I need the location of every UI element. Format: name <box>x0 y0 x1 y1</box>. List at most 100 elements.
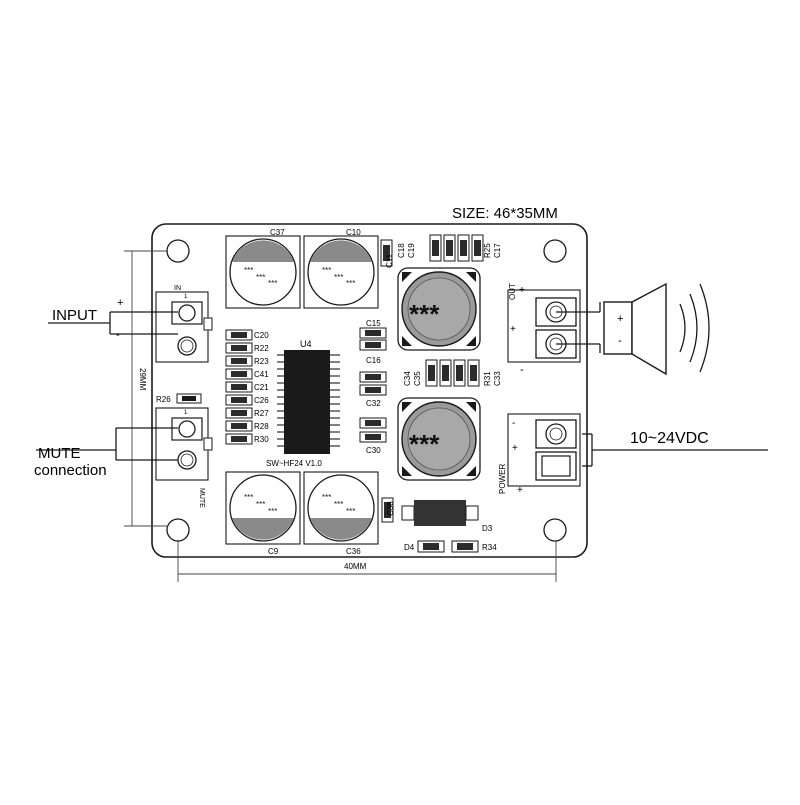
svg-text:***: *** <box>268 279 277 288</box>
svg-text:***: *** <box>256 273 265 282</box>
out-minus: - <box>520 364 524 376</box>
input-label: INPUT <box>52 307 97 324</box>
mounting-holes <box>166 239 567 542</box>
smd-component <box>225 381 253 393</box>
smd-component <box>457 234 470 262</box>
svg-text:***: *** <box>244 493 253 502</box>
smd-component <box>225 420 253 432</box>
smd-component <box>225 433 253 445</box>
smd-c30-group <box>359 417 387 443</box>
smd-label: R27 <box>254 409 269 418</box>
smd-label: C35 <box>413 371 422 386</box>
smd-label: R22 <box>254 344 269 353</box>
smd-label: C41 <box>254 370 269 379</box>
silk-c30: C30 <box>366 446 381 455</box>
speaker-icon <box>603 282 710 376</box>
smd-label: C19 <box>407 243 416 258</box>
smd-label: R23 <box>254 357 269 366</box>
chip-label: U4 <box>300 339 312 349</box>
smd-c11 <box>380 239 393 267</box>
ic-u4 <box>277 350 340 454</box>
smd-component <box>225 355 253 367</box>
silk-in: IN <box>174 285 181 292</box>
smd-d4 <box>417 540 445 553</box>
mounting-hole <box>166 518 190 542</box>
power-wires <box>582 433 768 467</box>
silk-r26: R26 <box>156 395 171 404</box>
supply-label: 10~24VDC <box>630 430 709 447</box>
silk-c15: C15 <box>366 319 381 328</box>
inductor-bottom-marking: *** <box>409 429 440 459</box>
svg-text:***: *** <box>322 493 331 502</box>
silk-c10: C10 <box>346 228 361 237</box>
silk-mute: MUTE <box>198 488 205 508</box>
mute-terminal <box>155 407 213 481</box>
smd-component <box>443 234 456 262</box>
mounting-hole <box>166 239 190 263</box>
smd-component <box>225 329 253 341</box>
width-dim-label: 40MM <box>344 562 367 571</box>
speaker-wires <box>556 302 601 353</box>
dimension-height <box>124 250 168 527</box>
smd-label: C17 <box>493 243 502 258</box>
mute-label-line-1: MUTE <box>38 445 81 462</box>
power-terminal <box>507 413 581 487</box>
smd-c16 <box>359 339 387 351</box>
smd-label: R28 <box>254 422 269 431</box>
smd-label: R30 <box>254 435 269 444</box>
silk-d3: D3 <box>482 524 493 533</box>
smd-component <box>439 359 452 387</box>
smd-label: C33 <box>493 371 502 386</box>
silk-c9: C9 <box>268 547 279 556</box>
silk-c38: C38 <box>386 501 395 516</box>
board-label: SW~HF24 V1.0 <box>266 459 322 468</box>
silk-out: OUT <box>508 283 517 300</box>
capacitor-c10 <box>303 235 379 309</box>
pin-one-mute: 1 <box>184 410 188 416</box>
out-plus: + <box>519 285 525 296</box>
svg-text:***: *** <box>322 266 331 275</box>
power-minus: - <box>512 418 515 429</box>
silk-c16: C16 <box>366 356 381 365</box>
smd-component <box>467 359 480 387</box>
smd-c32-group <box>359 371 387 396</box>
input-minus: - <box>116 329 120 341</box>
dimension-width <box>177 540 557 582</box>
power-plus-2: + <box>517 485 523 496</box>
smd-component <box>225 342 253 354</box>
silk-c37: C37 <box>270 228 285 237</box>
out-plus-2: + <box>510 324 516 335</box>
smd-component <box>471 234 484 262</box>
silk-c32: C32 <box>366 399 381 408</box>
smd-label: C21 <box>254 383 269 392</box>
input-wires <box>48 311 178 335</box>
output-terminal <box>507 289 581 363</box>
svg-text:***: *** <box>346 279 355 288</box>
svg-text:***: *** <box>268 507 277 516</box>
mounting-hole <box>543 518 567 542</box>
smd-component <box>225 394 253 406</box>
silk-r34: R34 <box>482 543 497 552</box>
diode-d3 <box>401 500 479 526</box>
mounting-hole <box>543 239 567 263</box>
speaker-plus: + <box>617 313 623 325</box>
silk-power: POWER <box>498 464 507 494</box>
silk-c36: C36 <box>346 547 361 556</box>
size-label: SIZE: 46*35MM <box>452 205 558 222</box>
speaker-minus: - <box>618 335 622 347</box>
svg-text:***: *** <box>334 273 343 282</box>
resistor-r26 <box>176 393 202 404</box>
smd-component <box>225 407 253 419</box>
smd-label: R25 <box>483 243 492 258</box>
height-dim-label: 29MM <box>138 368 147 391</box>
smd-component <box>453 359 466 387</box>
capacitor-c36 <box>303 471 379 545</box>
pin-one-input: 1 <box>184 294 188 300</box>
smd-label: C20 <box>254 331 269 340</box>
power-plus: + <box>512 443 518 454</box>
